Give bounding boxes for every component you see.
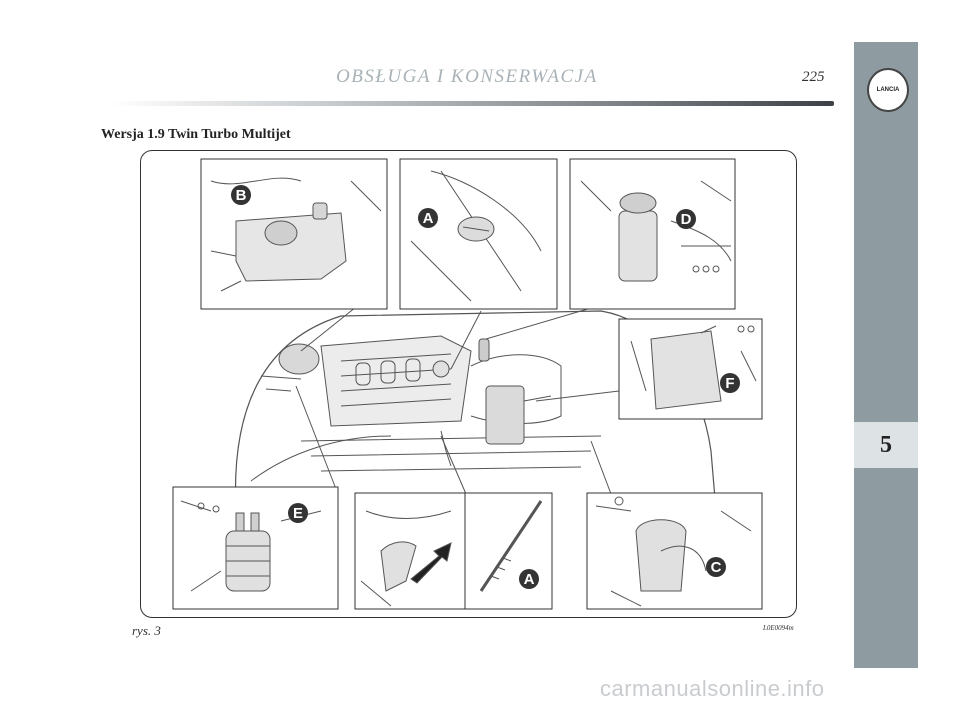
label-e: E: [293, 505, 303, 522]
watermark: carmanualsonline.info: [600, 676, 825, 701]
section-title: Wersja 1.9 Twin Turbo Multijet: [101, 127, 291, 142]
chapter-tab[interactable]: 5: [854, 422, 918, 468]
logo-text: LANCIA: [876, 87, 900, 93]
label-a-top: A: [423, 210, 434, 227]
lancia-logo: LANCIA: [867, 68, 909, 112]
engine-bay-figure: B A D F E A C: [140, 150, 797, 618]
label-c: C: [711, 559, 722, 576]
header-rule: [110, 101, 834, 106]
page-number: 225: [802, 69, 825, 85]
label-a-bottom: A: [524, 571, 535, 588]
label-d: D: [681, 211, 692, 228]
label-b: B: [236, 187, 247, 204]
label-f: F: [725, 375, 734, 392]
figure-caption: rys. 3: [132, 623, 161, 638]
engine-illustration: B A D F E A C: [172, 158, 763, 610]
header-title: OBSŁUGA I KONSERWACJA: [336, 66, 598, 87]
chapter-sidebar: [854, 42, 918, 668]
figure-code: L0E0094m: [763, 624, 794, 632]
